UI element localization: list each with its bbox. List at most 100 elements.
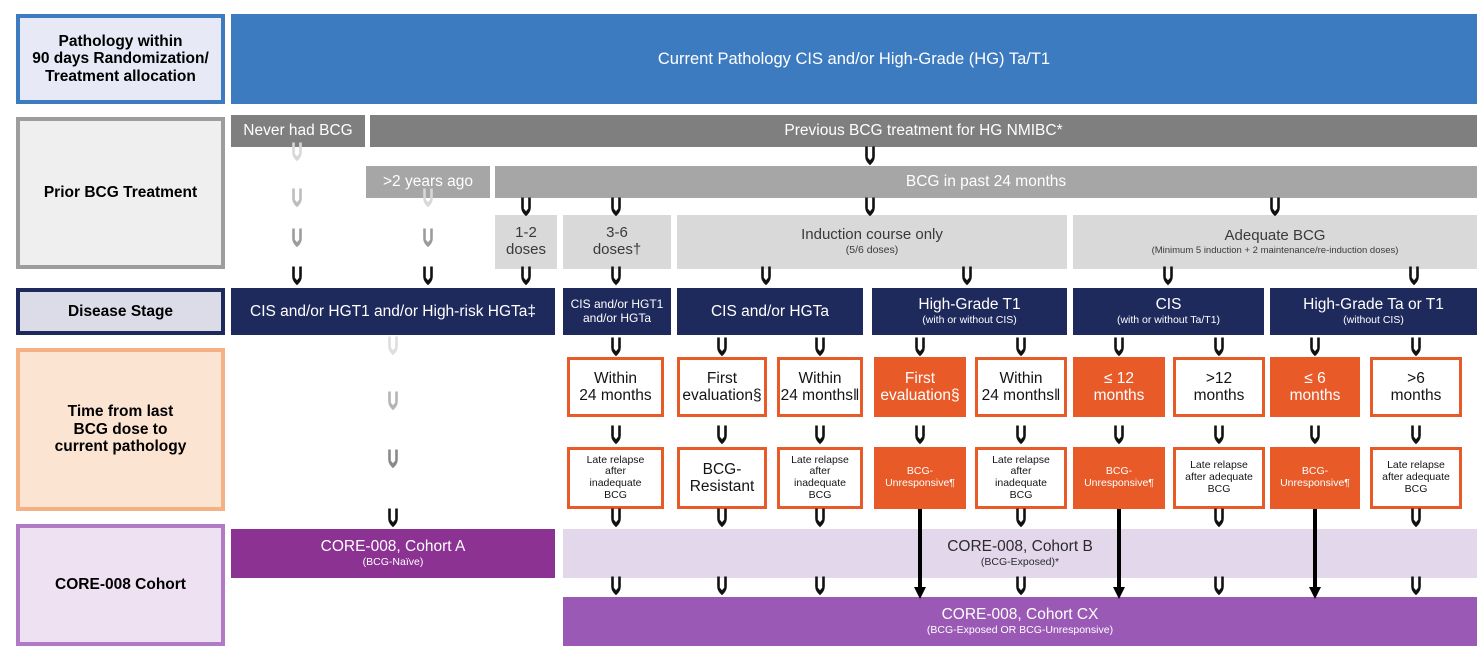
arrow-naive-chain-4	[290, 266, 304, 286]
time-box-5-line-2: 24 months‖	[981, 387, 1061, 404]
cohort-a-title: CORE-008, Cohort A	[320, 538, 466, 556]
time-box-7-line-1: >12	[1205, 369, 1233, 387]
arrow-outcome-to-cohort-b-5	[1014, 508, 1028, 528]
arrow-over2y-chain-2	[421, 228, 435, 248]
arrow-stage-to-time-3	[813, 337, 827, 357]
induction-course-title: Induction course only	[801, 226, 943, 244]
arrow-stage-to-time-6	[1112, 337, 1126, 357]
arrow-cohort-a-chain-4	[386, 508, 400, 528]
disease-stage-box-2-line-1: CIS and/or HGT1	[570, 297, 664, 312]
arrow-adequate-to-stage-cis	[1161, 266, 1175, 286]
time-box-6-line-1: ≤ 12	[1103, 369, 1135, 387]
arrow-stage-to-time-1	[609, 337, 623, 357]
never-had-bcg-box: Never had BCG	[231, 115, 365, 147]
legend-cohort-text: CORE-008 Cohort	[20, 528, 221, 642]
cohort-a-box: CORE-008, Cohort A (BCG-Naïve)	[231, 529, 555, 578]
time-box-2-line-2: evaluation§	[682, 387, 762, 404]
disease-stage-box-4: High-Grade T1 (with or without CIS)	[872, 288, 1067, 335]
disease-stage-box-3-title: CIS and/or HGTa	[710, 302, 830, 320]
arrow-naive-chain-3	[290, 228, 304, 248]
disease-stage-box-3: CIS and/or HGTa	[677, 288, 863, 335]
never-had-bcg-text: Never had BCG	[243, 122, 353, 140]
arrow-stage-to-time-7	[1212, 337, 1226, 357]
arrow-time-to-outcome-8	[1308, 425, 1322, 445]
legend-line-1: Pathology within	[58, 32, 183, 50]
previous-bcg-treatment-text: Previous BCG treatment for HG NMIBC*	[784, 122, 1063, 140]
outcome-box-4-line-1: BCG-	[906, 465, 934, 478]
legend-line-2: 90 days Randomization/	[32, 50, 209, 68]
disease-stage-box-2: CIS and/or HGT1 and/or HGTa	[563, 288, 671, 335]
time-box-9-line-2: months	[1390, 387, 1442, 404]
doses-1-2-line-1: 1-2	[515, 224, 537, 242]
outcome-box-9-line-2: after adequate	[1382, 471, 1450, 484]
cohort-cx-sub: (BCG-Exposed OR BCG-Unresponsive)	[926, 623, 1114, 636]
disease-stage-box-4-sub: (with or without CIS)	[922, 313, 1017, 326]
legend-time-line-1: Time from last	[67, 403, 174, 421]
current-pathology-banner: Current Pathology CIS and/or High-Grade …	[231, 14, 1477, 104]
arrow-past24-to-doses-3-6	[609, 197, 623, 217]
outcome-box-4-line-2: Unresponsive¶	[885, 477, 955, 489]
outcome-box-7-line-1: Late relapse	[1190, 459, 1248, 472]
outcome-box-2: BCG-Resistant	[677, 447, 767, 509]
disease-stage-box-5: CIS (with or without Ta/T1)	[1073, 288, 1264, 335]
legend-disease-stage: Disease Stage	[16, 288, 225, 335]
arrow-naive-chain-1	[290, 142, 304, 162]
arrow-unresponsive-to-cohort-cx-8	[1308, 509, 1322, 599]
arrow-unresponsive-to-cohort-cx-6	[1112, 509, 1126, 599]
arrow-cohort-a-chain-3	[386, 449, 400, 469]
disease-stage-box-6-title: High-Grade Ta or T1	[1303, 296, 1444, 314]
outcome-box-2-line-2: Resistant	[689, 478, 755, 495]
time-box-8-line-2: months	[1289, 387, 1341, 404]
disease-stage-box-4-title: High-Grade T1	[918, 296, 1021, 314]
doses-3-6-line-1: 3-6	[606, 224, 628, 242]
arrow-outcome-to-cohort-b-2	[715, 508, 729, 528]
doses-3-6-box: 3-6 doses†	[563, 215, 671, 269]
doses-3-6-line-2: doses†	[592, 241, 642, 258]
doses-1-2-line-2: doses	[505, 241, 547, 258]
induction-course-sub: (5/6 doses)	[845, 244, 899, 257]
arrow-cohort-b-to-cx-1	[609, 576, 623, 596]
outcome-box-6-line-1: BCG-	[1105, 465, 1133, 478]
time-box-2-line-1: First	[706, 369, 738, 387]
outcome-box-5-line-4: BCG	[1009, 488, 1033, 501]
time-box-9-line-1: >6	[1407, 369, 1425, 387]
arrow-cohort-b-to-cx-2	[715, 576, 729, 596]
time-box-5-line-1: Within	[999, 369, 1043, 387]
arrow-time-to-outcome-7	[1212, 425, 1226, 445]
outcome-box-1-line-1: Late relapse	[586, 453, 645, 466]
arrow-induction-to-stage-hgt1	[960, 266, 974, 286]
bcg-past-24-months-box: BCG in past 24 months	[495, 166, 1477, 198]
arrow-over2y-chain-3	[421, 266, 435, 286]
time-box-6-line-2: months	[1093, 387, 1145, 404]
arrow-stage-to-time-2	[715, 337, 729, 357]
outcome-box-6-line-2: Unresponsive¶	[1084, 477, 1154, 489]
current-pathology-banner-text: Current Pathology CIS and/or High-Grade …	[657, 49, 1051, 68]
arrow-outcome-to-cohort-b-7	[1212, 508, 1226, 528]
arrow-time-to-outcome-9	[1409, 425, 1423, 445]
time-box-3-line-2: 24 months‖	[780, 387, 860, 404]
over-two-years-ago-text: >2 years ago	[382, 173, 474, 191]
doses-1-2-box: 1-2 doses	[495, 215, 557, 269]
outcome-box-3-line-1: Late relapse	[791, 453, 849, 466]
outcome-box-3-line-3: inadequate	[794, 477, 846, 489]
time-box-8-line-1: ≤ 6	[1304, 369, 1326, 387]
bcg-past-24-months-text: BCG in past 24 months	[905, 173, 1067, 191]
arrow-cohort-b-to-cx-5	[1014, 576, 1028, 596]
legend-prior-bcg-treatment: Prior BCG Treatment	[16, 117, 225, 269]
outcome-box-1-line-2: after	[604, 465, 626, 478]
arrow-stage-to-time-5	[1014, 337, 1028, 357]
legend-time-line-3: current pathology	[54, 438, 187, 456]
outcome-box-8-line-1: BCG-	[1301, 465, 1329, 478]
arrow-induction-to-stage-hgta	[759, 266, 773, 286]
arrow-time-to-outcome-3	[813, 425, 827, 445]
outcome-box-1-line-3: inadequate	[589, 477, 642, 489]
adequate-bcg-box: Adequate BCG (Minimum 5 induction + 2 ma…	[1073, 215, 1477, 269]
arrow-outcome-to-cohort-b-9	[1409, 508, 1423, 528]
